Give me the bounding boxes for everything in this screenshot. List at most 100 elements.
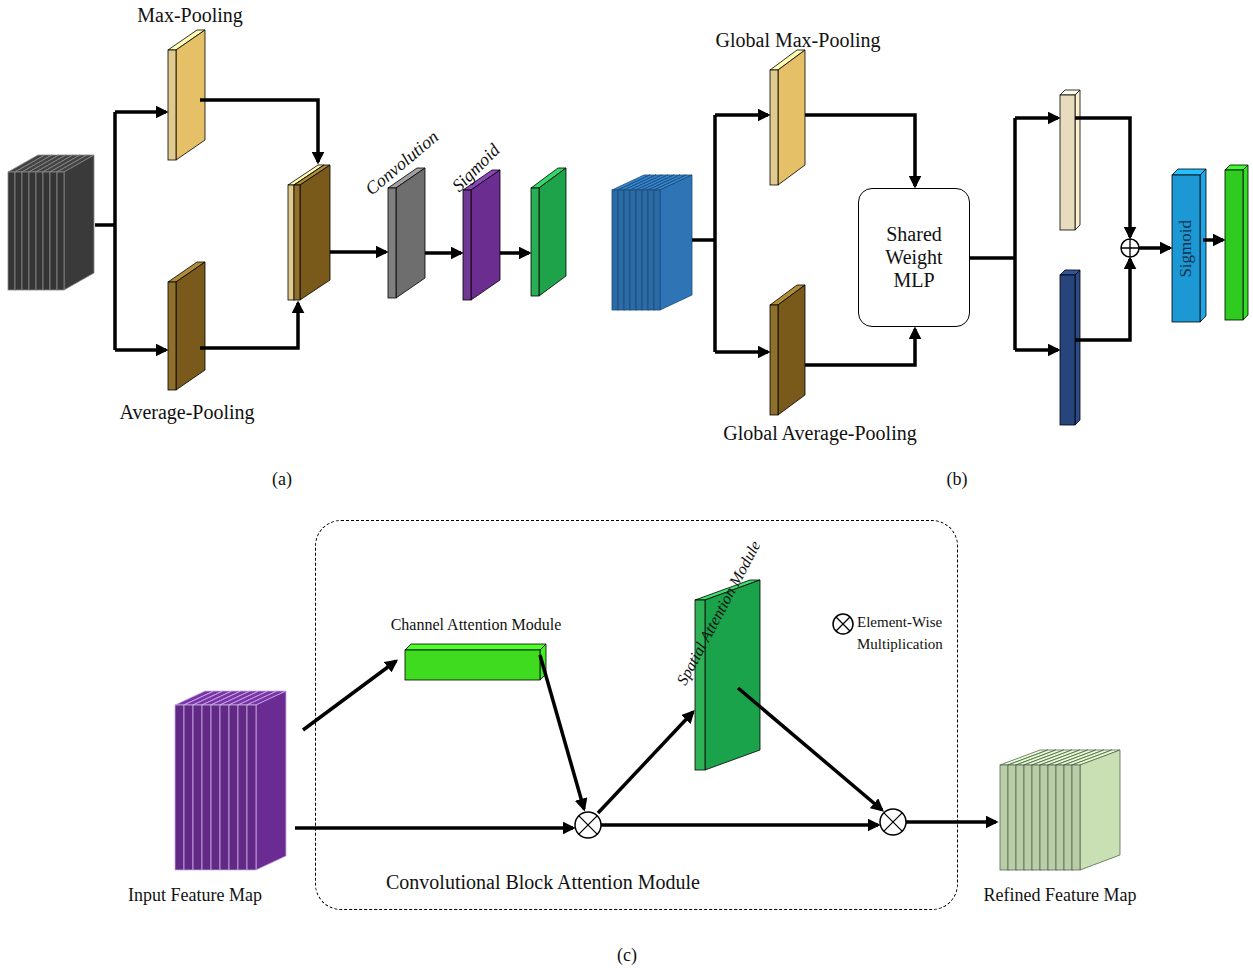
op-mark — [579, 816, 598, 835]
op-circle — [575, 812, 601, 838]
plate-front — [22, 172, 29, 290]
plate-front — [8, 172, 15, 290]
plate-side — [624, 175, 656, 310]
part-label: Convolution — [361, 126, 442, 199]
plate-front — [531, 188, 539, 296]
feature-plate — [1032, 750, 1080, 870]
mlp-box: Shared Weight MLP — [858, 188, 970, 327]
feature-plate — [388, 168, 425, 298]
feature-plate — [294, 165, 330, 300]
plate-front — [36, 172, 43, 290]
plate-front — [168, 282, 176, 390]
wire — [692, 238, 715, 242]
part-label: Global Average-Pooling — [723, 422, 916, 445]
plate-side — [539, 168, 566, 296]
part-label: Sigmoid — [448, 140, 504, 196]
plate-front — [211, 705, 220, 870]
arrow — [738, 688, 882, 810]
wire — [113, 112, 117, 350]
arrow — [715, 113, 768, 117]
plate-front — [654, 190, 660, 310]
plate-front — [184, 705, 193, 870]
arrow — [500, 251, 529, 255]
multiply-symbol — [880, 809, 906, 835]
node-text: Sigmoid — [1176, 220, 1196, 278]
plate-front — [1032, 765, 1040, 870]
plate-front — [168, 50, 176, 160]
plate-front — [175, 705, 184, 870]
plate-front — [770, 305, 778, 415]
plate-side — [184, 691, 214, 870]
plate-front — [1016, 765, 1024, 870]
plate-front — [57, 172, 64, 290]
wire — [970, 256, 1015, 260]
plate-side — [193, 691, 223, 870]
plate-side — [1243, 165, 1248, 320]
plate-front — [202, 705, 211, 870]
arrow — [200, 100, 318, 162]
arrow — [540, 655, 584, 809]
feature-plate — [1016, 750, 1064, 870]
feature-plate — [1172, 169, 1206, 322]
arrow — [425, 251, 461, 255]
feature-plate — [168, 262, 205, 390]
sigmoid-bar: Sigmoid — [1172, 175, 1200, 322]
plate-front — [1172, 175, 1200, 322]
feature-plate — [612, 175, 650, 310]
arrow — [598, 712, 693, 813]
arrow — [1015, 116, 1058, 120]
plate-front — [1056, 765, 1064, 870]
wire — [1013, 118, 1017, 350]
plate-side — [471, 170, 500, 300]
wire — [713, 115, 717, 352]
plate-front — [1225, 170, 1243, 320]
plate-side — [211, 691, 241, 870]
node-text: Convolutional Block Attention Module — [386, 871, 700, 894]
feature-plate — [184, 691, 223, 870]
feature-plate — [405, 644, 546, 680]
feature-plate — [29, 155, 66, 290]
part-label: Global Max-Pooling — [716, 29, 881, 52]
plate-side — [618, 175, 650, 310]
plate-side — [176, 30, 205, 160]
arrow — [906, 820, 996, 824]
feature-plate — [1008, 750, 1056, 870]
arrow — [1075, 118, 1130, 237]
feature-plate — [247, 691, 286, 870]
cbam-region: Convolutional Block Attention Module Chan… — [315, 520, 958, 910]
feature-plate — [202, 691, 241, 870]
channel-attention-bar: Channel Attention Module — [396, 616, 556, 686]
part-label: Max-Pooling — [137, 4, 243, 27]
plate-front — [29, 172, 36, 290]
plate-side — [630, 175, 662, 310]
panel-label: (a) — [272, 469, 292, 490]
arrow — [200, 303, 298, 348]
plate-side — [176, 262, 205, 390]
feature-plate — [1000, 750, 1048, 870]
feature-plate — [1072, 750, 1120, 870]
node-text: Input Feature Map — [128, 885, 262, 906]
plate-side — [29, 155, 59, 290]
op-circle — [880, 809, 906, 835]
feature-plate — [211, 691, 250, 870]
arrow — [295, 826, 573, 830]
plate-front — [1024, 765, 1032, 870]
feature-plate — [15, 155, 52, 290]
feature-plate — [1024, 750, 1072, 870]
op-mark — [836, 617, 850, 631]
plate-side — [1075, 90, 1080, 230]
arrow — [805, 329, 915, 365]
legend-text: Element-Wise Multiplication — [857, 612, 957, 656]
plate-side — [22, 155, 52, 290]
feature-plate — [1060, 270, 1080, 425]
arrow — [1075, 259, 1130, 340]
feature-plate — [57, 155, 94, 290]
panel-label: (b) — [947, 469, 968, 490]
plate-front — [193, 705, 202, 870]
plate-side — [64, 155, 94, 290]
arrow — [1203, 238, 1223, 242]
plate-front — [463, 190, 471, 300]
